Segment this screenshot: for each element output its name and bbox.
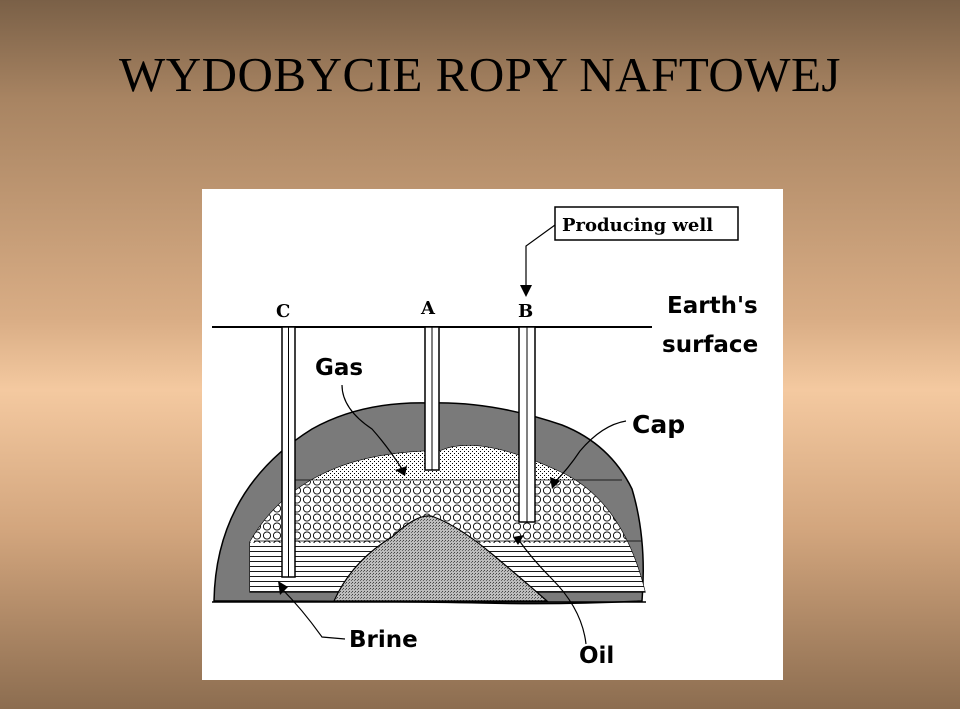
slide-title: WYDOBYCIE ROPY NAFTOWEJ bbox=[119, 47, 841, 102]
earths-label: Earth's bbox=[667, 293, 758, 319]
producing-well-arrow bbox=[520, 285, 532, 297]
producing-well-callout bbox=[554, 206, 739, 241]
brine-label: Brine bbox=[349, 627, 418, 653]
well-c bbox=[281, 326, 296, 578]
well-label-c: C bbox=[276, 301, 290, 322]
gas-label: Gas bbox=[315, 355, 363, 381]
well-b bbox=[518, 326, 536, 523]
well-label-b: B bbox=[518, 301, 533, 322]
surface-label: surface bbox=[662, 332, 758, 358]
producing-well-label: Producing well bbox=[562, 215, 713, 236]
rock-mound bbox=[333, 515, 549, 602]
oil-label: Oil bbox=[579, 643, 614, 669]
oil-extraction-diagram: C A B Producing well Earth's surface Gas… bbox=[202, 189, 783, 680]
well-label-a: A bbox=[420, 298, 436, 319]
well-a bbox=[424, 326, 440, 471]
cap-label: Cap bbox=[632, 410, 685, 439]
